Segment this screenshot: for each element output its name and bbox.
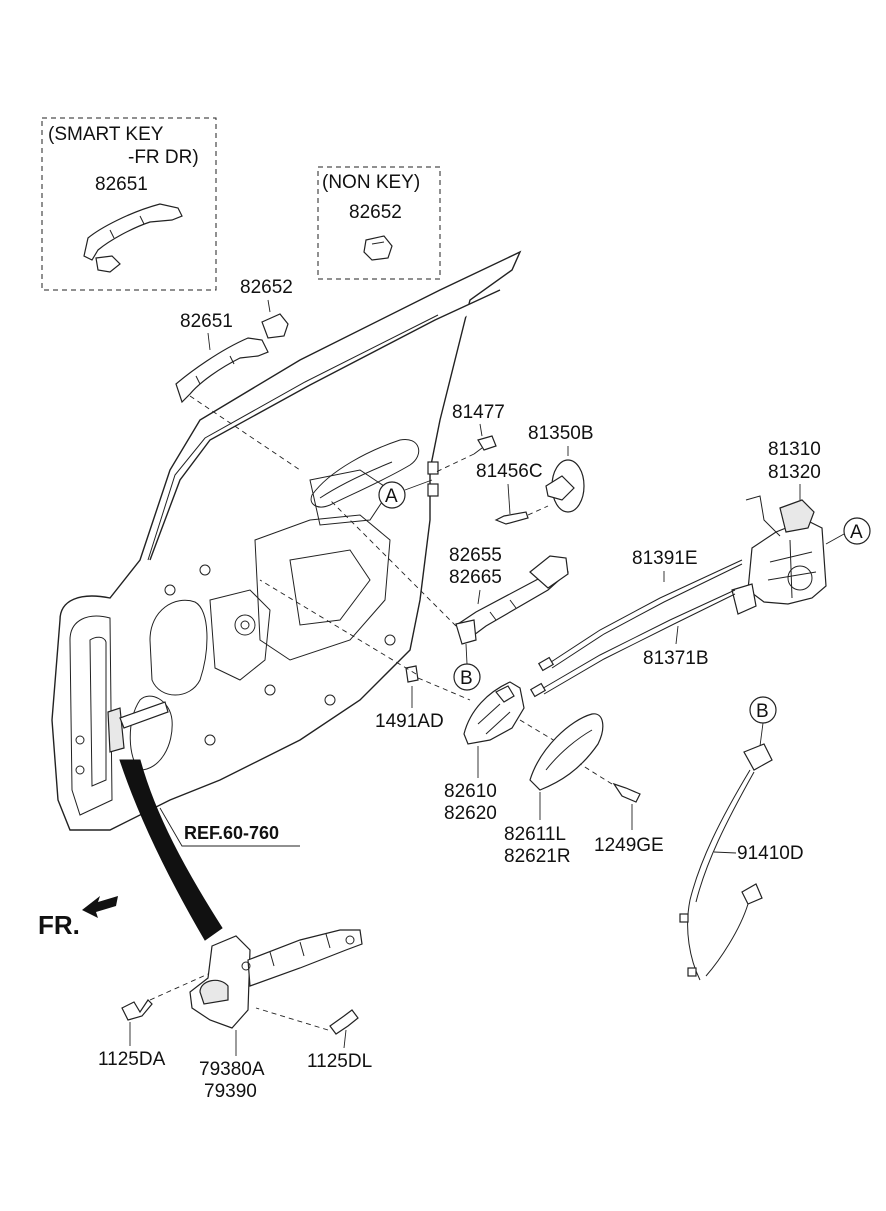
label-1125DL: 1125DL [307,1051,372,1072]
inside-handle-rod-82655 [455,555,569,645]
non-key-title: (NON KEY) [322,172,420,193]
key-cylinder-81350B [545,459,585,513]
label-81456C: 81456C [476,461,543,482]
smart-key-subtitle: -FR DR) [128,147,199,168]
svg-text:A: A [385,486,398,507]
label-82651: 82651 [180,311,233,332]
label-81391E: 81391E [632,548,698,569]
label-81350B: 81350B [528,423,594,444]
label-81310: 81310 [768,439,821,460]
svg-text:B: B [460,668,473,689]
door-latch-assembly [731,495,827,615]
bolt-1125DA [121,999,153,1021]
outside-handle-smart-key [83,203,183,273]
label-82610: 82610 [444,781,497,802]
cable-81371B [529,589,736,698]
svg-text:B: B [756,701,769,722]
label-82621R: 82621R [504,846,571,867]
label-1491AD: 1491AD [375,711,444,732]
front-door-inner-panel [51,250,522,831]
door-check-on-door [107,701,169,753]
label-79380A: 79380A [199,1059,265,1080]
clip-1491AD [405,665,419,683]
inside-handle-bezel [529,713,604,791]
label-82652: 82652 [240,277,293,298]
smart-key-box [41,117,217,291]
bolt-1125DL [329,1009,359,1035]
outside-handle [175,337,269,404]
front-direction: FR. [38,896,118,940]
ref-leader [159,807,300,847]
arrow-left-down-icon [82,896,118,918]
callout-b-wiring: B [749,696,777,724]
label-79390: 79390 [204,1081,257,1102]
ref-label: REF.60-760 [184,823,279,843]
inside-handle-82610 [463,681,525,745]
label-81371B: 81371B [643,648,709,669]
door-checker-assembly [189,929,363,1029]
callout-a-latch: A [843,517,871,545]
callout-a-door: A [378,481,406,509]
label-81477: 81477 [452,402,505,423]
label-82611L: 82611L [504,824,566,845]
label-82665: 82665 [449,567,502,588]
label-1125DA: 1125DA [98,1049,166,1070]
key-cylinder-cover-nonkey [363,235,393,261]
label-1249GE: 1249GE [594,835,664,856]
svg-text:A: A [850,522,863,543]
screw-1249GE [612,782,641,803]
screw-81456C [494,511,529,525]
front-label: FR. [38,910,80,940]
bolt-81477 [473,435,497,455]
reference-arrow [119,759,223,941]
callout-b-rod: B [453,663,481,691]
cable-81391E [537,559,743,672]
label-91410D: 91410D [737,843,804,864]
label-82652-nonkey: 82652 [349,202,402,223]
wiring-harness-91410D [679,743,773,981]
label-82651-smart: 82651 [95,174,148,195]
smart-key-title: (SMART KEY [48,124,164,145]
label-82620: 82620 [444,803,497,824]
label-82655: 82655 [449,545,502,566]
key-cylinder-cover [261,313,289,339]
label-81320: 81320 [768,462,821,483]
